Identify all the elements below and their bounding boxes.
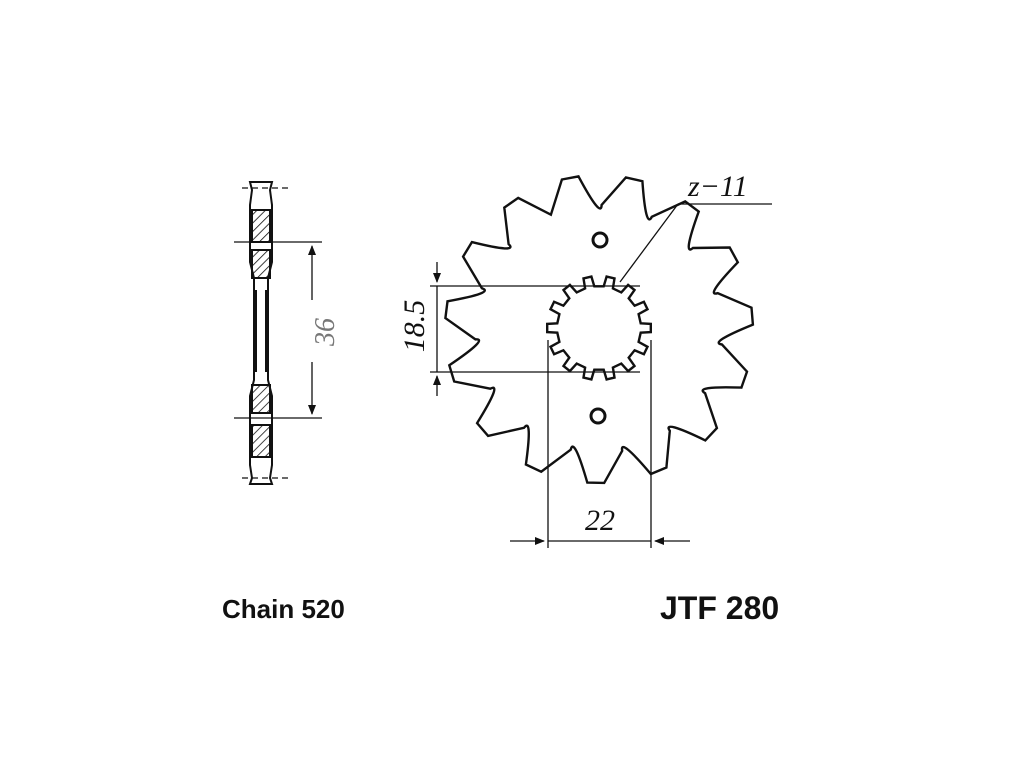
side-view: [234, 181, 322, 485]
inner-diameter-label: 18.5: [398, 300, 431, 353]
teeth-annotation-leader: [619, 203, 772, 283]
side-hatch-top: [251, 209, 271, 243]
inner-diameter-dimension: [430, 262, 640, 396]
spline-hub-outline: [546, 275, 652, 381]
spline-width-label: 22: [585, 504, 615, 537]
side-diameter-label: 36: [310, 318, 341, 347]
bolt-hole-top: [591, 231, 609, 249]
side-hatch-lower: [251, 384, 271, 414]
spline-width-dimension: [510, 340, 690, 548]
sprocket-front-view: [444, 175, 755, 485]
bolt-hole-bottom: [589, 407, 607, 425]
teeth-annotation-label: z−11: [687, 170, 748, 203]
side-hatch-upper: [251, 249, 271, 279]
side-hatch-bottom: [251, 424, 271, 458]
sprocket-outline: [444, 175, 755, 485]
part-number-label: JTF 280: [660, 590, 780, 626]
chain-size-label: Chain 520: [222, 594, 345, 624]
